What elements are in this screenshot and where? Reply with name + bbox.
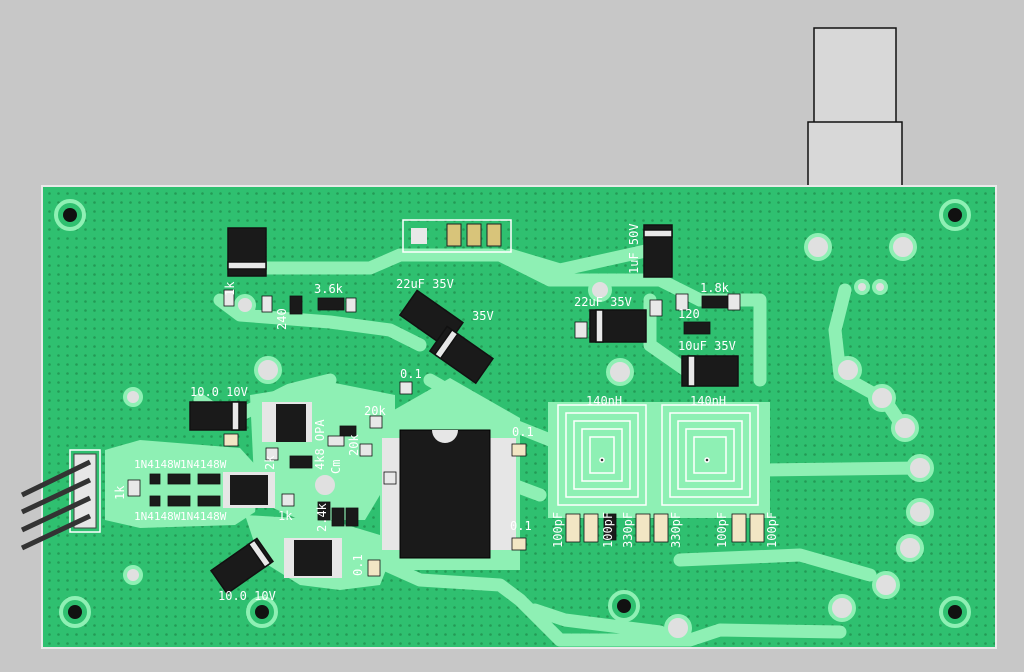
label-10v-a: 10.0 10V <box>190 385 248 399</box>
label-140nh-b: 140nH <box>690 394 726 408</box>
rf-connector <box>807 27 903 189</box>
label-22uf-35v-b: 22uF 35V <box>574 295 632 309</box>
label-20k-a: 20k <box>364 404 386 418</box>
label-140nh-a: 140nH <box>586 394 622 408</box>
label-10uf-35v: 10uF 35V <box>678 339 736 353</box>
label-10v-b: 10.0 10V <box>218 589 276 603</box>
label-1n4148w-a: 1N4148W <box>134 458 181 471</box>
label-1k-left: 1k <box>113 485 127 500</box>
label-cm: Cm <box>329 460 343 474</box>
label-01-right-b: 0.1 <box>510 519 532 533</box>
main-ic <box>382 429 516 559</box>
left-connector <box>20 449 101 551</box>
label-120: 120 <box>678 307 700 321</box>
smd-components-large <box>189 224 739 595</box>
label-01-right-a: 0.1 <box>512 425 534 439</box>
label-330pf-a: 330pF <box>621 512 635 548</box>
spiral-inductor-1 <box>557 404 647 506</box>
rf-capacitors <box>565 513 765 543</box>
label-1n4148w-b: 1N4148W <box>180 458 227 471</box>
label-100pf-a: 100pF <box>551 512 565 548</box>
through-hole-pads <box>123 233 934 642</box>
label-20k-b: 20k <box>347 434 361 456</box>
label-22uf-35v-a: 22uF 35V <box>396 277 454 291</box>
label-01-mid: 0.1 <box>351 554 365 576</box>
label-2k4: 2.4k <box>315 502 329 532</box>
label-100pf-b: 100pF <box>601 512 615 548</box>
label-240: 240 <box>275 308 289 330</box>
label-1uf-50v: 1uF 50V <box>627 223 641 274</box>
label-35v-a: 35V <box>472 309 494 323</box>
label-1k8: 1.8k <box>700 281 730 295</box>
label-100pf-c: 100pF <box>715 512 729 548</box>
smd-components-small <box>127 289 741 577</box>
label-100pf-d: 100pF <box>765 512 779 548</box>
label-opamp: 4k8 OPA <box>313 419 327 470</box>
label-01-top: 0.1 <box>400 367 422 381</box>
jumper-header <box>402 219 512 253</box>
silkscreen-labels: 3.6k 240 1k 22uF 35V 35V 0.1 22uF 35V 1u… <box>113 223 779 603</box>
label-3k6: 3.6k <box>314 282 344 296</box>
spiral-inductor-2 <box>661 404 759 506</box>
label-330pf-b: 330pF <box>669 512 683 548</box>
small-ics <box>223 402 342 578</box>
label-1n4148w-c: 1N4148W <box>134 510 181 523</box>
label-1n4148w-d: 1N4148W <box>180 510 227 523</box>
label-1k-mid: 1k <box>278 509 293 523</box>
mounting-holes <box>54 199 971 628</box>
label-1k-top: 1k <box>223 281 237 296</box>
label-2k: 2k <box>263 455 277 470</box>
